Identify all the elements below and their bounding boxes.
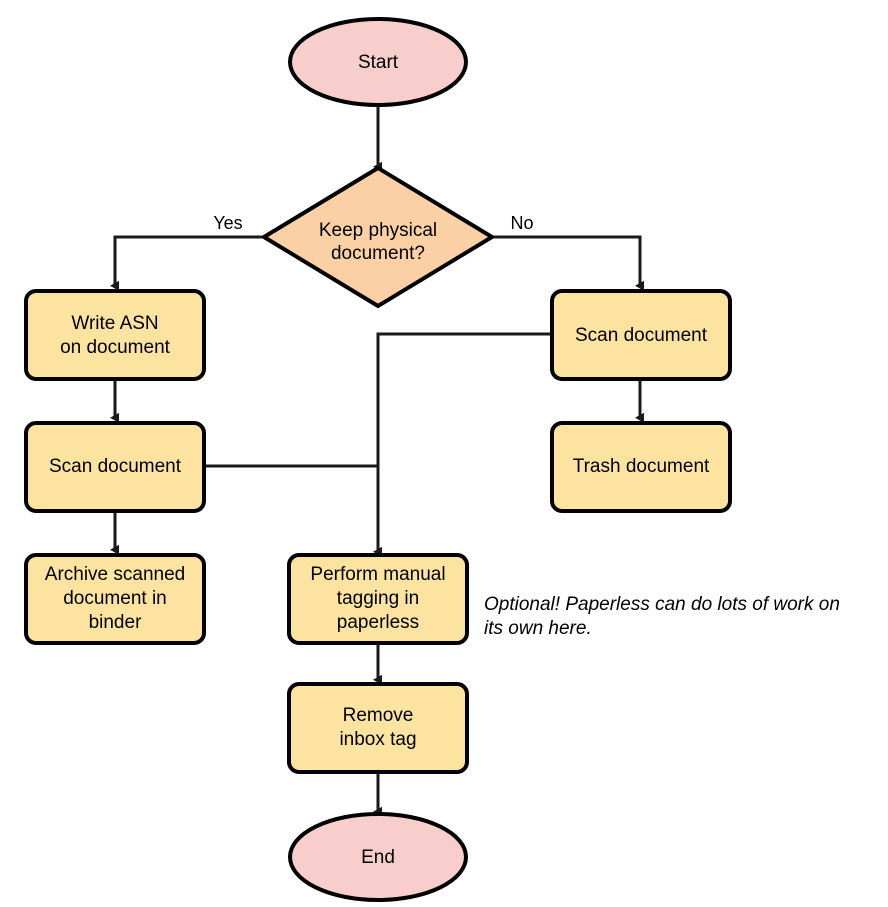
archive-label-line3: binder — [89, 612, 142, 633]
archive-label-line1: Archive scanned — [45, 564, 185, 585]
tagging-label-line3: paperless — [337, 612, 419, 633]
remove-inbox-label-line2: inbox tag — [339, 729, 416, 750]
annotation-line2: its own here. — [484, 618, 592, 639]
scan-document-left-box — [24, 421, 206, 513]
decision-label-line1: Keep physical — [319, 220, 437, 241]
write-asn-label-line1: Write ASN — [71, 313, 158, 334]
edge-decision-yes-to-write-asn — [110, 235, 264, 291]
write-asn-box — [24, 289, 206, 381]
connectors-layer — [110, 104, 644, 817]
remove-inbox-label-line1: Remove — [343, 705, 414, 726]
decision-label-line2: document? — [331, 243, 425, 264]
scan-document-left-label: Scan document — [49, 456, 182, 477]
tagging-label-line2: tagging in — [337, 588, 419, 609]
end-label: End — [361, 847, 395, 868]
node-archive-scanned-document[interactable]: Archive scanned document in binder — [24, 553, 206, 645]
node-scan-document-left[interactable]: Scan document — [24, 421, 206, 513]
archive-box — [24, 553, 206, 645]
node-perform-manual-tagging[interactable]: Perform manual tagging in paperless — [287, 553, 469, 645]
annotation-line1: Optional! Paperless can do lots of work … — [484, 594, 840, 615]
node-trash-document[interactable]: Trash document — [550, 421, 732, 513]
remove-inbox-tag-box — [287, 682, 469, 774]
trash-document-box — [550, 421, 732, 513]
start-ellipse — [288, 17, 468, 107]
write-asn-label-line2: on document — [60, 337, 171, 358]
edge-label-no: No — [510, 213, 533, 233]
tagging-label-line1: Perform manual — [310, 564, 445, 585]
node-start[interactable]: Start — [288, 17, 468, 107]
node-scan-document-right[interactable]: Scan document — [550, 289, 732, 381]
start-label: Start — [358, 52, 399, 73]
annotation-optional-paperless: Optional! Paperless can do lots of work … — [484, 594, 840, 639]
scan-document-right-label: Scan document — [575, 325, 708, 346]
node-remove-inbox-tag[interactable]: Remove inbox tag — [287, 682, 469, 774]
node-decision-keep-physical-document[interactable]: Keep physical document? — [262, 166, 494, 308]
tagging-box — [287, 553, 469, 645]
edge-scan-right-to-tagging — [373, 332, 552, 557]
edge-decision-no-to-scan-right — [492, 235, 644, 291]
node-end[interactable]: End — [288, 812, 468, 902]
scan-document-right-box — [550, 289, 732, 381]
trash-document-label: Trash document — [573, 456, 710, 477]
end-ellipse — [288, 812, 468, 902]
edge-label-yes: Yes — [213, 213, 242, 233]
decision-diamond — [262, 166, 494, 308]
node-write-asn-on-document[interactable]: Write ASN on document — [24, 289, 206, 381]
archive-label-line2: document in — [63, 588, 167, 609]
